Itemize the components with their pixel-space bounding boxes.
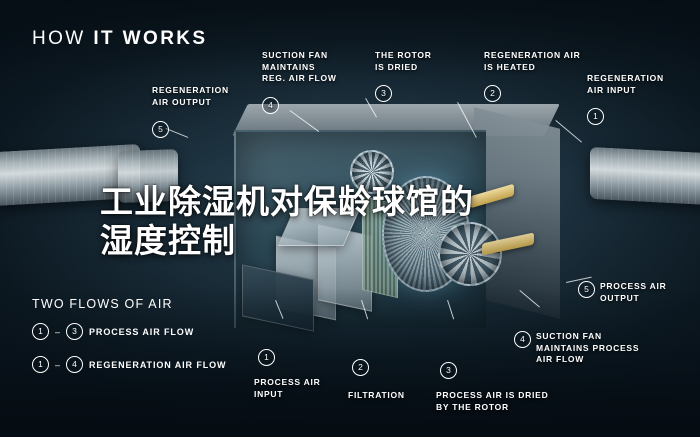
callout-number-4-suction-reg: 4 (262, 97, 279, 114)
callout-number-1-reg-input: 1 (587, 108, 604, 125)
callout-process-air-dried: PROCESS AIR IS DRIED BY THE ROTOR (436, 390, 549, 412)
legend-number-1-regeneration: 1 (32, 356, 49, 373)
callout-suction-fan-process: SUCTION FAN MAINTAINS PROCESS AIR FLOW (536, 331, 640, 364)
legend-number-1-process: 1 (32, 323, 49, 340)
overlay-headline: 工业除湿机对保龄球馆的 湿度控制 (100, 182, 620, 260)
callout-filtration: FILTRATION (348, 390, 405, 400)
page-title-light: HOW (32, 28, 94, 49)
legend-row-regeneration-air-flow: 1 – 4 REGENERATION AIR FLOW (32, 356, 226, 373)
callout-process-air-input: PROCESS AIR INPUT (254, 377, 321, 399)
legend-number-3-process: 3 (66, 323, 84, 340)
callout-number-3-rotor: 3 (375, 85, 392, 102)
legend-number-4-regeneration: 4 (66, 356, 84, 373)
callout-number-2-reg-heated: 2 (484, 85, 501, 102)
legend-row-process-air-flow: 1 – 3 PROCESS AIR FLOW (32, 323, 194, 340)
overlay-headline-line-2: 湿度控制 (100, 222, 236, 259)
callout-number-4-suction-process: 4 (514, 331, 531, 348)
callout-number-5-process-output: 5 (578, 281, 595, 298)
legend-title: TWO FLOWS OF AIR (32, 297, 173, 311)
legend-dash-regeneration: – (55, 359, 61, 370)
legend-label-process-air-flow: PROCESS AIR FLOW (89, 326, 195, 337)
callout-suction-fan-reg: SUCTION FAN MAINTAINS REG. AIR FLOW (262, 50, 337, 83)
callout-process-air-output: PROCESS AIR OUTPUT (600, 281, 667, 303)
callout-regeneration-air-output: REGENERATION AIR OUTPUT (152, 85, 229, 107)
page-title: HOW IT WORKS (32, 28, 208, 50)
page-title-bold: IT WORKS (93, 28, 208, 49)
callout-number-2-filtration: 2 (352, 359, 369, 376)
callout-the-rotor-is-dried: THE ROTOR IS DRIED (375, 50, 432, 72)
legend-label-regeneration-air-flow: REGENERATION AIR FLOW (89, 359, 227, 370)
callout-number-3-process-dried: 3 (440, 362, 457, 379)
callout-regeneration-air-heated: REGENERATION AIR IS HEATED (484, 50, 581, 72)
callout-regeneration-air-input: REGENERATION AIR INPUT (587, 73, 664, 95)
callout-number-5-reg-output: 5 (152, 121, 169, 138)
legend-dash-process: – (55, 326, 61, 337)
callout-number-1-process-input: 1 (258, 349, 275, 366)
overlay-headline-line-1: 工业除湿机对保龄球馆的 (100, 183, 474, 220)
